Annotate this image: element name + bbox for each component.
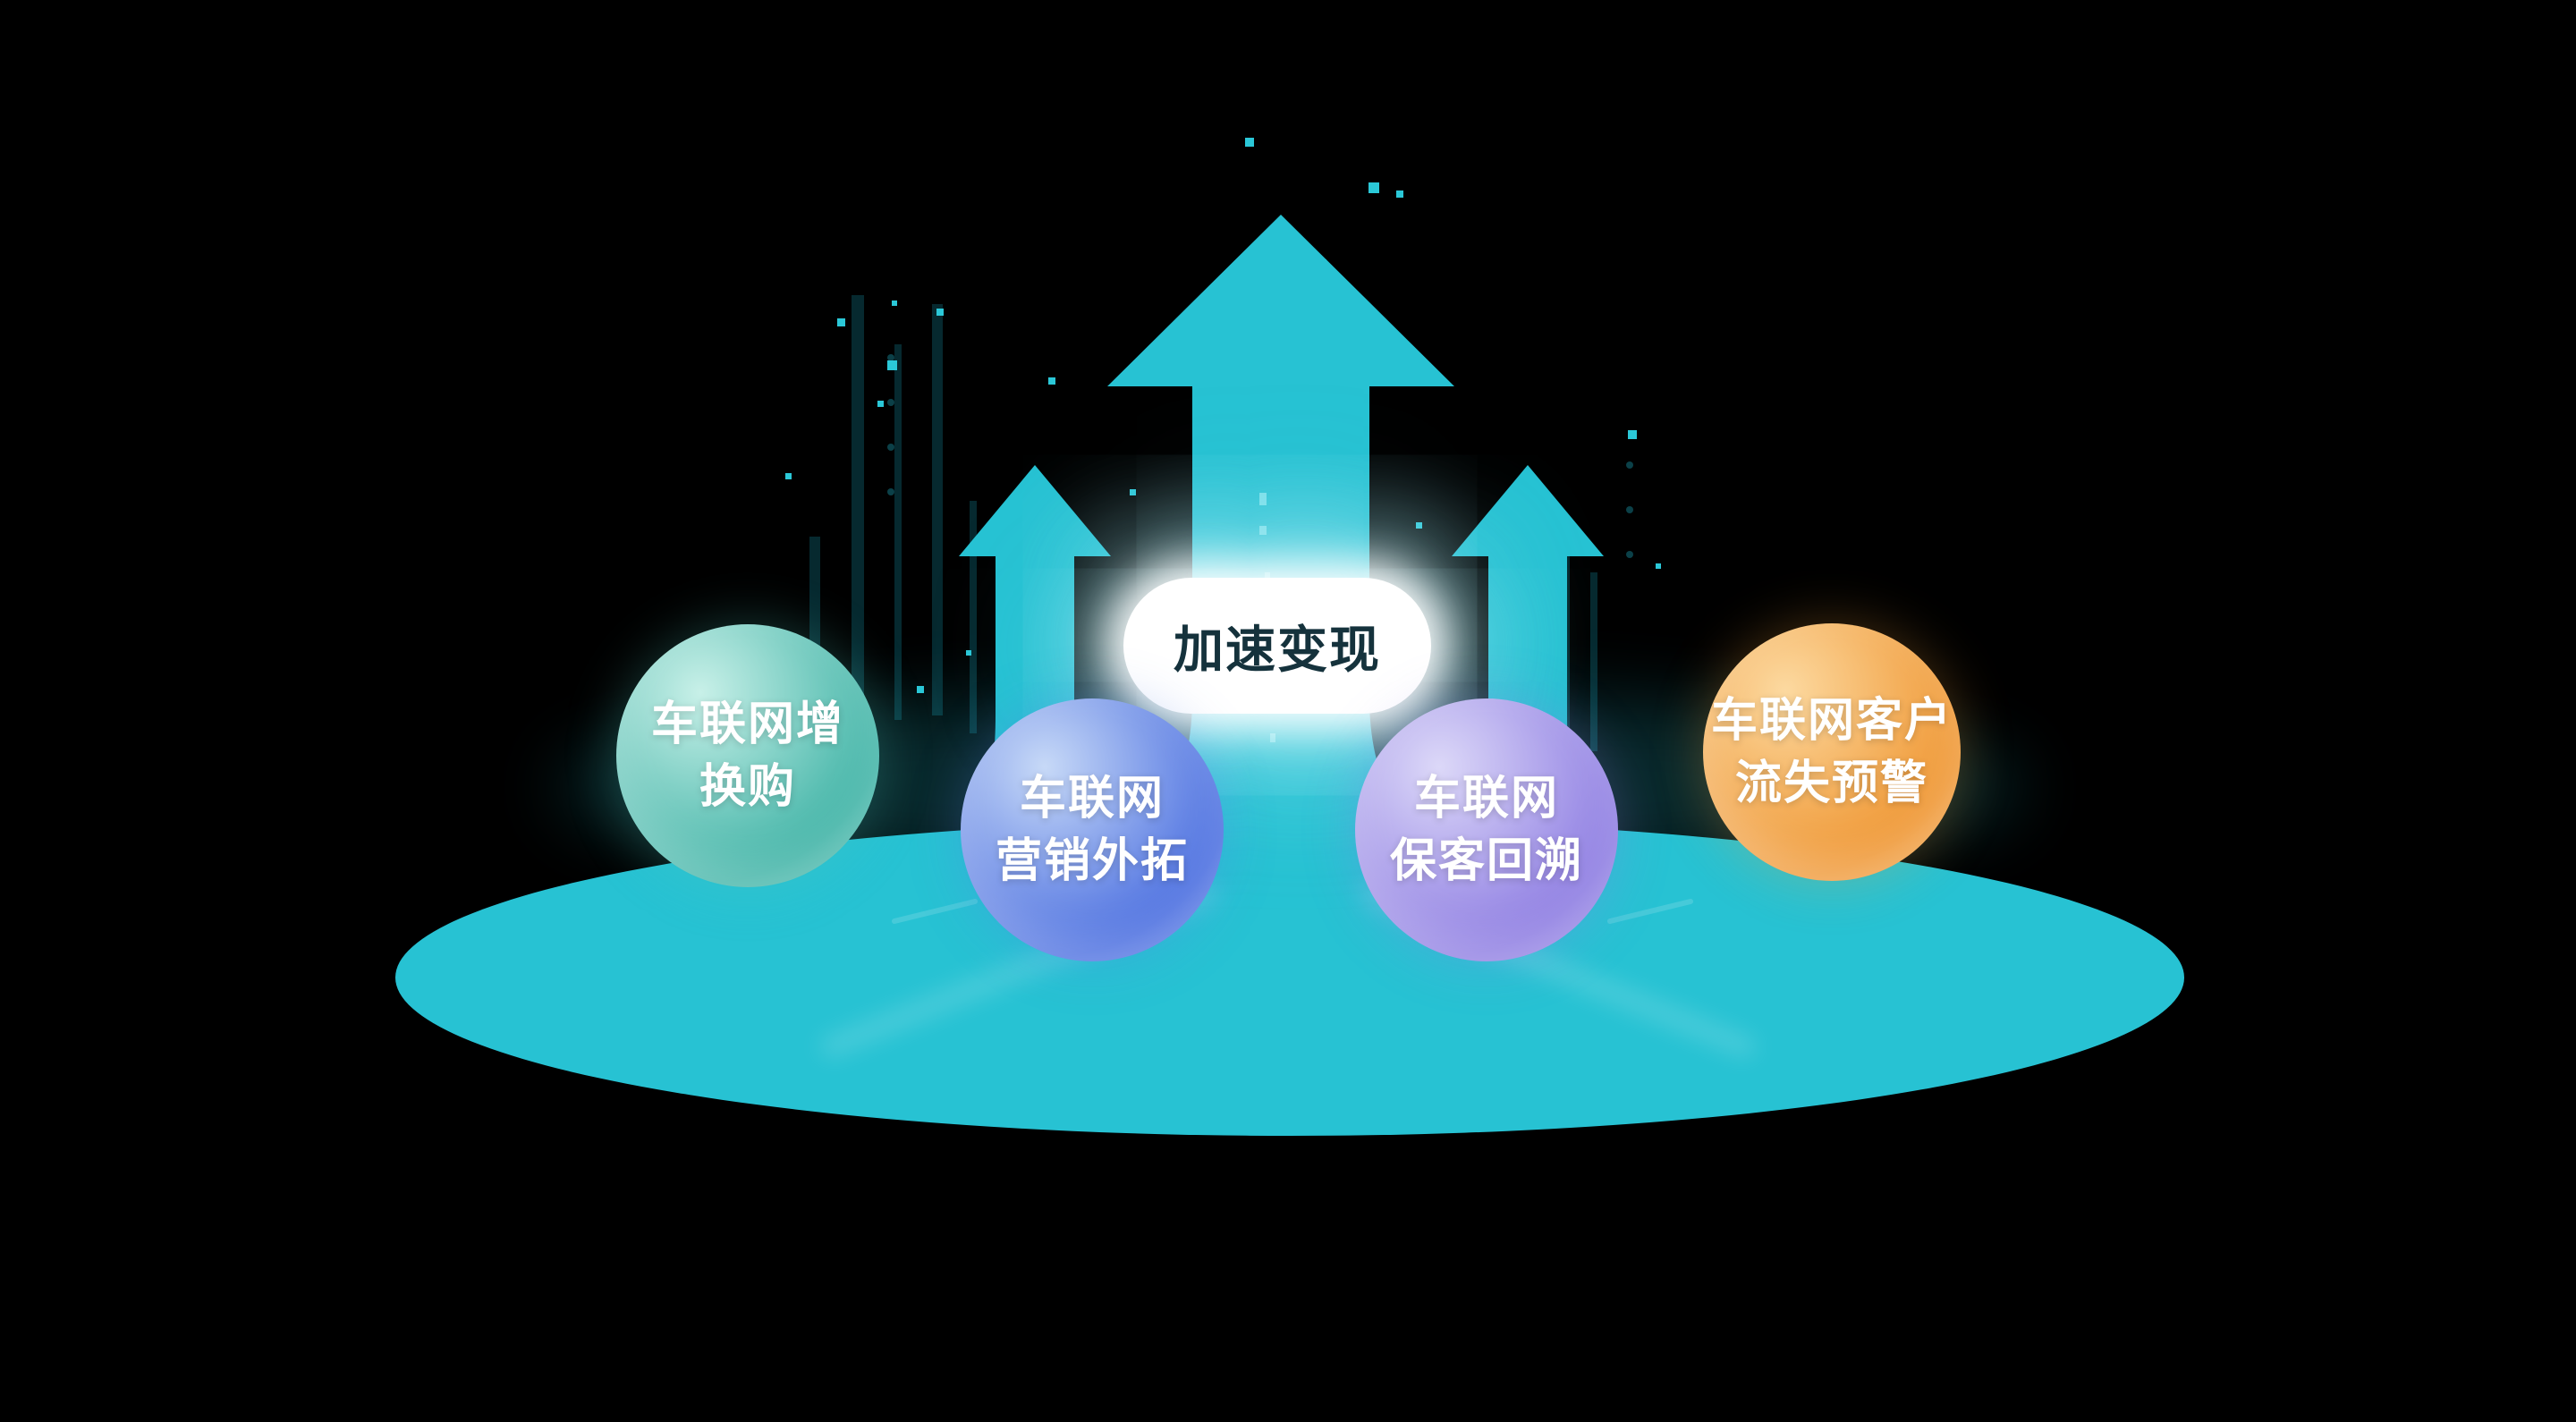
- node-label-line1: 车联网: [1413, 771, 1559, 825]
- node-sphere-churn-warning: 车联网客户 流失预警: [1703, 623, 1961, 881]
- node-label-line2: 换购: [699, 760, 796, 814]
- node-label-line1: 车联网客户: [1710, 693, 1953, 748]
- platform-ellipse: [395, 819, 2184, 1136]
- node-sphere-telematics-upgrade: 车联网增 换购: [616, 624, 879, 887]
- node-sphere-customer-retention: 车联网 保客回溯: [1355, 698, 1618, 961]
- center-label-text: 加速变现: [1174, 621, 1381, 680]
- node-label-line1: 车联网: [1019, 771, 1165, 825]
- node-label-line2: 营销外拓: [995, 834, 1189, 888]
- center-label: 加速变现: [1123, 578, 1431, 714]
- node-label-line1: 车联网增: [650, 697, 844, 751]
- arrow-right: [1437, 465, 1618, 875]
- node-sphere-marketing-outreach: 车联网 营销外拓: [961, 698, 1224, 961]
- arrow-left: [945, 465, 1125, 875]
- node-label-line2: 保客回溯: [1389, 834, 1583, 888]
- digital-columns: [809, 295, 1633, 774]
- node-label-line2: 流失预警: [1734, 757, 1928, 810]
